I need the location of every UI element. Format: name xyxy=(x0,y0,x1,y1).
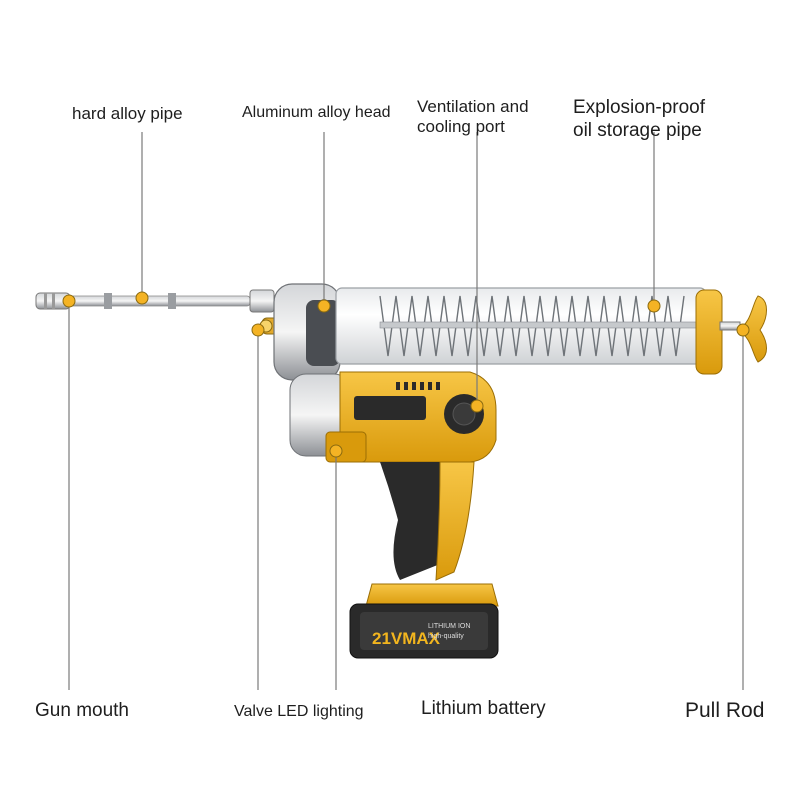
dot-hard-alloy-pipe xyxy=(135,291,149,305)
battery-model-text: 21VMAX xyxy=(372,629,441,648)
dot-valve-led xyxy=(251,323,265,337)
callout-dots xyxy=(62,291,750,458)
label-lithium-battery: Lithium battery xyxy=(421,698,546,719)
dot-aluminum-head xyxy=(317,299,331,313)
label-pull-rod: Pull Rod xyxy=(685,699,765,722)
oil-storage-tube-part xyxy=(335,287,723,375)
battery-part: 21VMAX LITHIUM ION high-quality xyxy=(349,603,499,659)
dot-ventilation xyxy=(470,399,484,413)
label-valve-led: Valve LED lighting xyxy=(234,703,364,720)
leader-lines xyxy=(68,132,744,690)
label-gun-mouth: Gun mouth xyxy=(35,700,129,721)
dot-gun-mouth xyxy=(62,294,76,308)
label-ventilation-port: Ventilation and cooling port xyxy=(417,97,529,137)
label-aluminum-alloy-head: Aluminum alloy head xyxy=(242,104,391,121)
hard-alloy-pipe-part xyxy=(69,289,275,313)
aluminum-head-part xyxy=(273,283,341,381)
battery-chem-text: LITHIUM ION xyxy=(428,623,470,630)
dot-lithium-battery xyxy=(329,444,343,458)
battery-quality-text: high-quality xyxy=(428,633,464,640)
dot-oil-pipe xyxy=(647,299,661,313)
label-hard-alloy-pipe: hard alloy pipe xyxy=(72,104,183,123)
dot-pull-rod xyxy=(736,323,750,337)
label-explosion-proof-pipe: Explosion-proof oil storage pipe xyxy=(573,97,706,141)
tool-body-part xyxy=(289,371,499,607)
